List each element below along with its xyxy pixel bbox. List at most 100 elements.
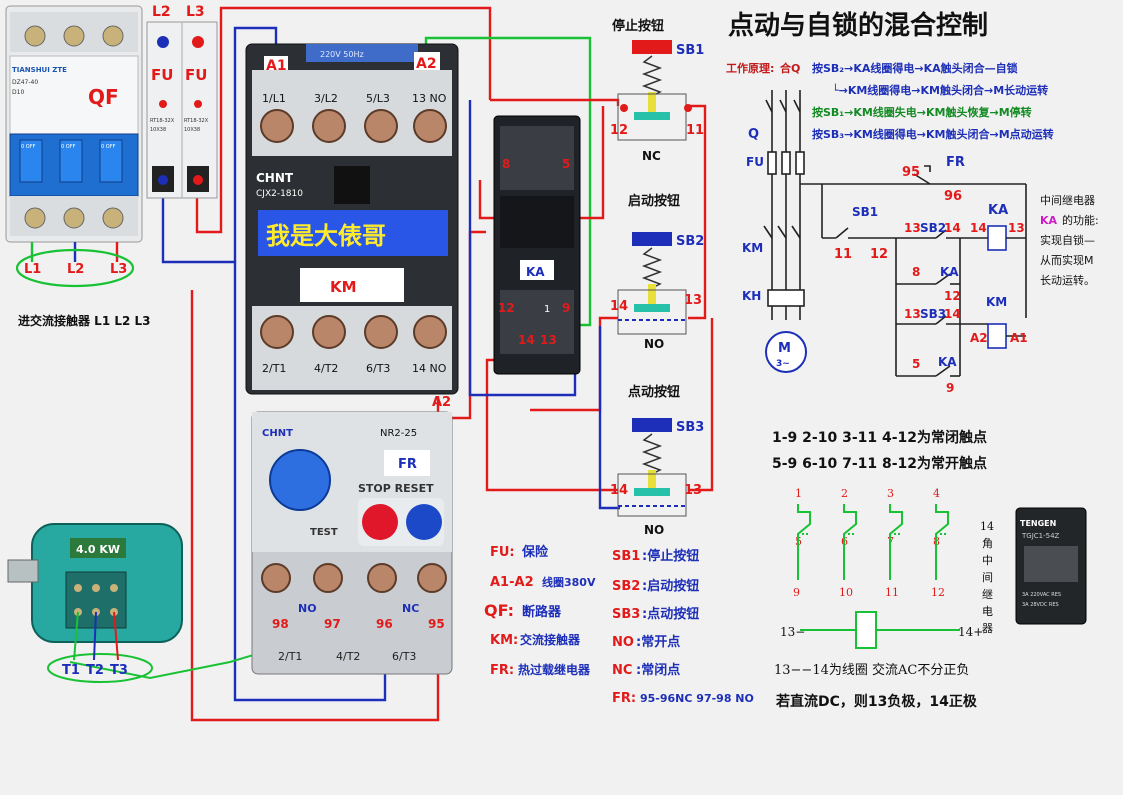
principle-l1a: 合Q [780,61,800,75]
sch-n14a: 14 [944,221,961,235]
fr-brand: CHNT [262,428,293,439]
legend-km-val: 交流接触器 [520,632,581,647]
km-label: KM [330,278,357,296]
relay-p14: 14 [518,333,535,347]
qf-brand: TIANSHUI ZTE [12,66,67,74]
sch-note-l1: 的功能: [1062,213,1099,227]
sch-n12: 12 [870,247,888,262]
relay-ka: KA 8 5 12 1 9 14 13 [493,115,581,375]
fr-nc: NC [402,602,419,615]
button-sb3: 点动按钮 SB3 14 13 NO [610,384,704,537]
page-title: 点动与自锁的混合控制 [728,10,988,41]
fu-label-2: FU [185,66,207,84]
legend-fr-val: 热过载继电器 [518,662,591,677]
wire-sb1-right [686,104,707,320]
legend-sb2-val: :启动按钮 [642,578,699,594]
legend-qf-val: 断路器 [522,604,562,620]
km-model: CJX2-1810 [256,189,303,199]
km-top-3: 5/L3 [366,92,390,105]
wire-sb1-red [490,98,620,106]
legend-sb1-key: SB1 [612,549,640,564]
fr-test: TEST [310,527,338,538]
motor-t3: T3 [110,663,128,678]
side-2: 中 [982,554,993,567]
fuse-fu: L2 L3 FU FU RT18-32X RT18-32X 10X38 10X3… [146,4,218,199]
fr-bottom-2: 4/T2 [336,650,360,663]
principle-l1b: 按SB₂→KA线圈得电→KA触头闭合—自锁 [812,61,1018,75]
sb3-title: 点动按钮 [628,384,680,400]
wire-fu-blue [161,184,387,702]
fr-t96: 96 [376,617,393,631]
side-4: 继 [982,588,993,601]
contact-top-2: 2 [841,487,848,500]
sch-n9: 9 [946,381,954,395]
sch-a1: A1 [1010,331,1028,345]
motor-terminal-ring [47,653,153,683]
qf-model: DZ47-40 [12,79,38,86]
motor-t1: T1 [62,663,80,678]
sch-sb3: SB3 [920,307,946,321]
relay-photo-spec1: 3A 220VAC RES [1022,592,1061,598]
contact-bot-4: 12 [931,586,945,599]
sch-n95: 95 [902,165,920,180]
relay-p12: 12 [498,301,515,315]
relay-label: KA [526,265,545,279]
sb1-label: SB1 [676,43,704,58]
qf-label: QF [88,85,119,109]
sch-n13c: 13 [1008,221,1025,235]
fu-spec-2: 10X38 [184,127,200,133]
contact-top-4: 4 [933,487,940,500]
fr-no: NO [298,602,317,615]
principle-l2: └→KM线圈得电→KM触头闭合→M长动运转 [832,83,1048,97]
sch-n5: 5 [912,357,920,371]
km-top-1: 1/L1 [262,92,286,105]
supply-l1: L1 [24,262,41,277]
sch-n96: 96 [944,189,962,204]
button-sb2: 启动按钮 SB2 14 13 NO [610,193,704,351]
sch-n12b: 12 [944,289,961,303]
sch-a2: A2 [970,331,988,345]
legend-sb3-key: SB3 [612,607,640,622]
legend-a-key: A1-A2 [490,575,534,590]
motor-power: 4.0 KW [76,543,120,556]
contact-table: 1-9 2-10 3-11 4-12为常闭触点 5-9 6-10 7-11 8-… [772,429,987,472]
wire-sb3-right [688,318,714,492]
fu-top-l2: L2 [152,4,171,20]
supply-legs: L1 L2 L3 进交流接触器 L1 L2 L3 [15,242,151,328]
legend-a-val: 线圈380V [542,575,596,589]
principle-l3: 按SB₁→KM线圈失电→KM触头恢复→M停转 [812,105,1032,119]
contact-bot-2: 10 [839,586,853,599]
sch-note-ka: KA [1040,214,1058,227]
sb3-type: NO [644,523,664,537]
sch-km: KM [742,241,763,255]
km-bottom-1: 2/T1 [262,362,286,375]
sch-note-l4: 长动运转。 [1040,273,1095,287]
fu-model-2: RT18-32X [184,118,209,124]
sch-km-coil: KM [986,295,1007,309]
contacts-no-line: 5-9 6-10 7-11 8-12为常开触点 [772,455,987,472]
contacts-nc-line: 1-9 2-10 3-11 4-12为常闭触点 [772,429,987,446]
wire-sb-blue [598,326,620,510]
sb1-left: 12 [610,123,628,138]
contact-switch-3 [889,504,903,580]
side-1: 角 [982,537,993,550]
fr-bottom-3: 6/T3 [392,650,416,663]
wire-a1-red [190,290,440,722]
legend-nc-key: NC [612,663,632,678]
fr-model: NR2-25 [380,428,417,439]
sch-kh: KH [742,289,761,303]
legend-nc-val: :常闭点 [636,662,680,678]
wires [47,6,714,722]
supply-caption: 进交流接触器 L1 L2 L3 [18,313,151,328]
overload-fr: CHNT NR2-25 FR STOP RESET TEST NO NC 98 … [251,411,453,675]
km-brand: CHNT [256,171,294,185]
coil-c13: 13− [780,625,805,639]
sb2-right: 13 [684,293,702,308]
fu-spec-1: 10X38 [150,127,166,133]
fu-model-1: RT18-32X [150,118,175,124]
sch-sb2: SB2 [920,221,946,235]
fu-top-l3: L3 [186,4,205,20]
sch-m: M [778,341,791,356]
